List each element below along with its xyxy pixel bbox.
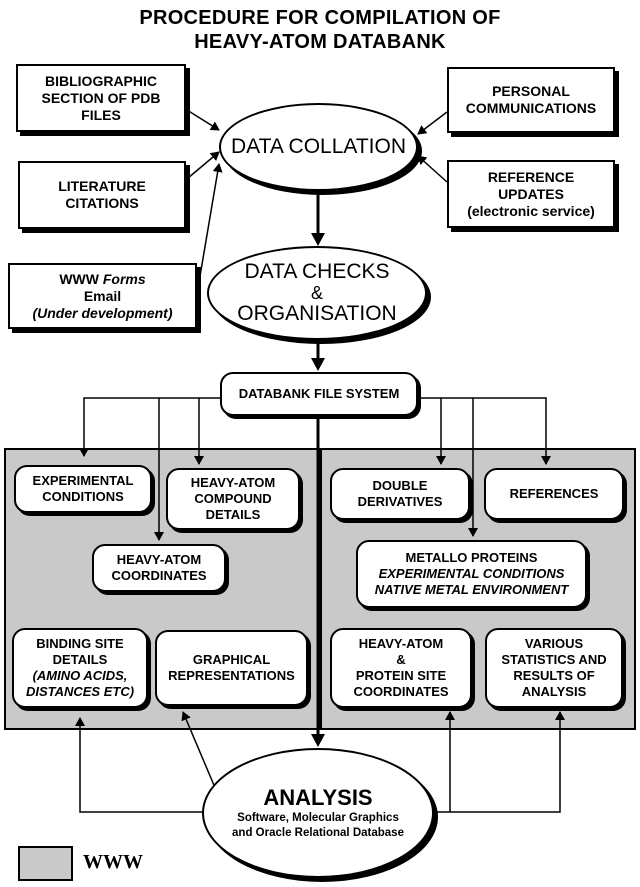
source-bibliographic-line-1: BIBLIOGRAPHIC xyxy=(45,72,157,89)
module-heavy-atom-coordinates: HEAVY-ATOM COORDINATES xyxy=(92,544,226,592)
binding-site-line-4: DISTANCES ETC) xyxy=(25,684,135,699)
source-bibliographic: BIBLIOGRAPHIC SECTION OF PDB FILES xyxy=(16,64,186,132)
branch-references xyxy=(418,397,551,465)
experimental-conditions-line-2: CONDITIONS xyxy=(42,489,124,504)
references-label: REFERENCES xyxy=(509,486,599,501)
title-line-2: HEAVY-ATOM DATABANK xyxy=(194,31,446,53)
source-personal-line-1: PERSONAL xyxy=(492,83,570,99)
source-reference-updates: REFERENCE UPDATES (electronic service) xyxy=(447,160,615,228)
legend-www-swatch xyxy=(18,846,73,881)
graphical-line-2: REPRESENTATIONS xyxy=(168,668,295,683)
branch-experimental xyxy=(79,397,220,457)
statistics-line-4: ANALYSIS xyxy=(521,684,587,699)
metallo-proteins-line-3: NATIVE METAL ENVIRONMENT xyxy=(374,582,569,597)
title-line-1: PROCEDURE FOR COMPILATION OF xyxy=(139,7,501,29)
graphical-line-1: GRAPHICAL xyxy=(192,652,271,667)
protein-site-line-3: PROTEIN SITE xyxy=(355,668,447,683)
source-reference-updates-line-1: REFERENCE xyxy=(487,168,575,185)
source-www-forms: WWW Forms Email (Under development) xyxy=(8,263,197,329)
analysis-line-2: and Oracle Relational Database xyxy=(232,827,404,839)
binding-site-line-3: (AMINO ACIDS, xyxy=(32,668,128,683)
protein-site-line-2: & xyxy=(396,652,406,667)
arrow-literature xyxy=(187,151,220,179)
feedback-binding-site xyxy=(75,717,206,813)
binding-site-line-2: DETAILS xyxy=(52,652,108,667)
data-checks-line-2: & xyxy=(310,283,323,303)
source-literature: LITERATURE CITATIONS xyxy=(18,161,186,229)
data-collation-oval: DATA COLLATION xyxy=(219,103,418,191)
feedback-statistics xyxy=(432,711,565,813)
arrow-personal xyxy=(417,111,448,135)
module-double-derivatives: DOUBLE DERIVATIVES xyxy=(330,468,470,520)
protein-site-line-4: COORDINATES xyxy=(353,684,449,699)
module-references: REFERENCES xyxy=(484,468,624,520)
source-www-forms-line-3: (Under development) xyxy=(32,304,173,321)
heavy-atom-coordinates-line-2: COORDINATES xyxy=(111,568,207,583)
experimental-conditions-line-1: EXPERIMENTAL xyxy=(32,473,134,488)
analysis-oval: ANALYSIS Software, Molecular Graphics an… xyxy=(202,748,434,878)
analysis-title: ANALYSIS xyxy=(263,785,373,810)
module-graphical: GRAPHICAL REPRESENTATIONS xyxy=(155,630,308,706)
module-protein-site: HEAVY-ATOM & PROTEIN SITE COORDINATES xyxy=(330,628,472,708)
source-literature-line-2: CITATIONS xyxy=(65,195,139,211)
statistics-line-1: VARIOUS xyxy=(524,636,584,651)
arrow-reference-updates xyxy=(417,155,448,183)
source-www-forms-line-1: WWW Forms xyxy=(59,271,145,288)
www-forms-www: WWW xyxy=(59,270,103,287)
databank-file-system: DATABANK FILE SYSTEM xyxy=(220,372,418,416)
arrow-www-forms xyxy=(197,163,223,289)
data-checks-oval: DATA CHECKS & ORGANISATION xyxy=(207,246,427,340)
data-checks-line-1: DATA CHECKS xyxy=(244,260,390,283)
data-checks-line-3: ORGANISATION xyxy=(237,302,397,325)
arrow-bibliographic xyxy=(186,109,220,131)
source-personal-line-2: COMMUNICATIONS xyxy=(465,100,597,116)
source-literature-line-1: LITERATURE xyxy=(58,178,146,194)
module-statistics: VARIOUS STATISTICS AND RESULTS OF ANALYS… xyxy=(485,628,623,708)
compound-details-line-3: DETAILS xyxy=(205,507,261,522)
source-reference-updates-line-2: UPDATES xyxy=(498,185,564,202)
source-bibliographic-line-3: FILES xyxy=(81,106,121,123)
source-bibliographic-line-2: SECTION OF PDB xyxy=(41,89,161,106)
double-derivatives-line-1: DOUBLE xyxy=(372,478,428,493)
compound-details-line-1: HEAVY-ATOM xyxy=(190,475,276,490)
heavy-atom-coordinates-line-1: HEAVY-ATOM xyxy=(116,552,202,567)
statistics-line-3: RESULTS OF xyxy=(513,668,595,683)
statistics-line-2: STATISTICS AND xyxy=(501,652,607,667)
source-www-forms-line-2: Email xyxy=(83,287,122,304)
legend-www-label: WWW xyxy=(83,851,143,873)
feedback-graphical xyxy=(181,711,217,791)
module-binding-site: BINDING SITE DETAILS (AMINO ACIDS, DISTA… xyxy=(12,628,148,708)
databank-file-system-label: DATABANK FILE SYSTEM xyxy=(238,386,400,401)
protein-site-line-1: HEAVY-ATOM xyxy=(358,636,444,651)
analysis-line-1: Software, Molecular Graphics xyxy=(237,812,399,824)
data-collation-label: DATA COLLATION xyxy=(230,135,407,158)
source-reference-updates-line-3: (electronic service) xyxy=(467,202,595,219)
metallo-proteins-line-2: EXPERIMENTAL CONDITIONS xyxy=(378,566,565,581)
double-derivatives-line-2: DERIVATIVES xyxy=(357,494,443,509)
module-experimental-conditions: EXPERIMENTAL CONDITIONS xyxy=(14,465,152,513)
binding-site-line-1: BINDING SITE xyxy=(36,636,124,651)
source-personal: PERSONAL COMMUNICATIONS xyxy=(447,67,615,133)
module-compound-details: HEAVY-ATOM COMPOUND DETAILS xyxy=(166,468,300,530)
compound-details-line-2: COMPOUND xyxy=(194,491,272,506)
module-metallo-proteins: METALLO PROTEINS EXPERIMENTAL CONDITIONS… xyxy=(356,540,587,608)
www-forms-forms: Forms xyxy=(102,270,146,287)
metallo-proteins-line-1: METALLO PROTEINS xyxy=(405,550,538,565)
